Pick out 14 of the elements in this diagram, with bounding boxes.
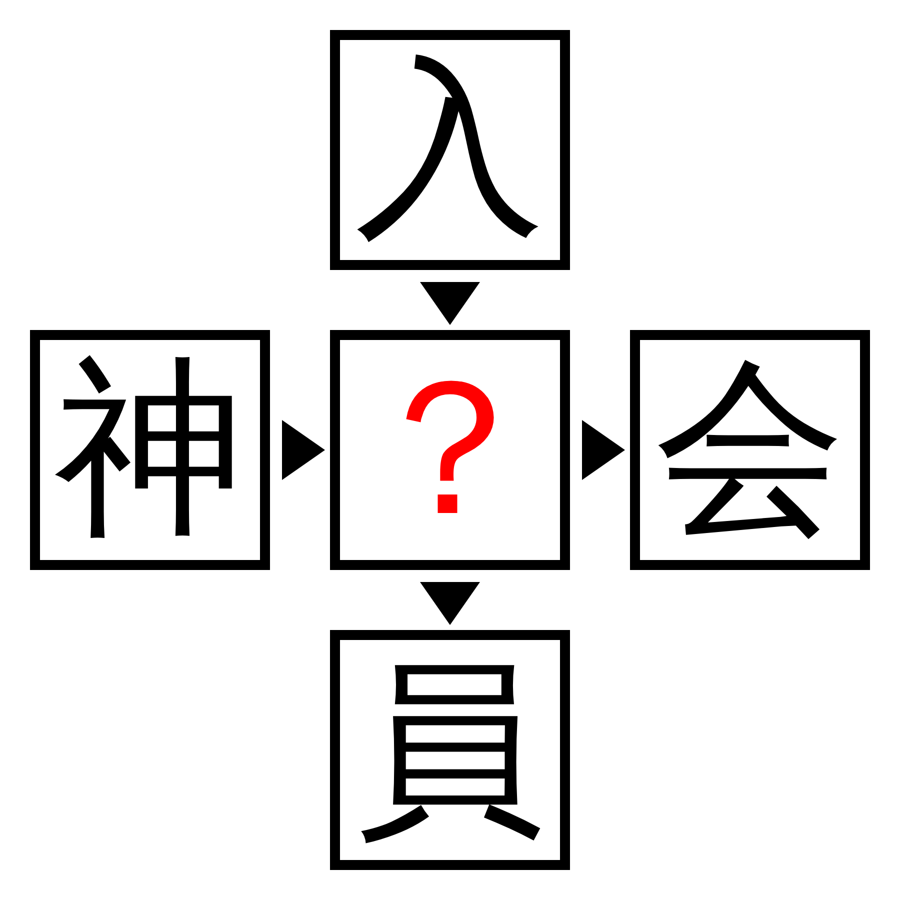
character-text: 入: [355, 55, 545, 245]
character-text: 員: [355, 655, 545, 845]
character-box: [330, 630, 570, 870]
character-box: [330, 330, 570, 570]
character-text: ？: [355, 355, 545, 545]
arrow: [282, 420, 325, 480]
character-box: [630, 330, 870, 570]
character-text: 会: [655, 355, 845, 545]
character-text: 神: [55, 355, 245, 545]
character-box: [330, 30, 570, 270]
arrow: [582, 420, 625, 480]
character-box: [30, 330, 270, 570]
arrow: [420, 582, 480, 625]
arrow: [420, 282, 480, 325]
